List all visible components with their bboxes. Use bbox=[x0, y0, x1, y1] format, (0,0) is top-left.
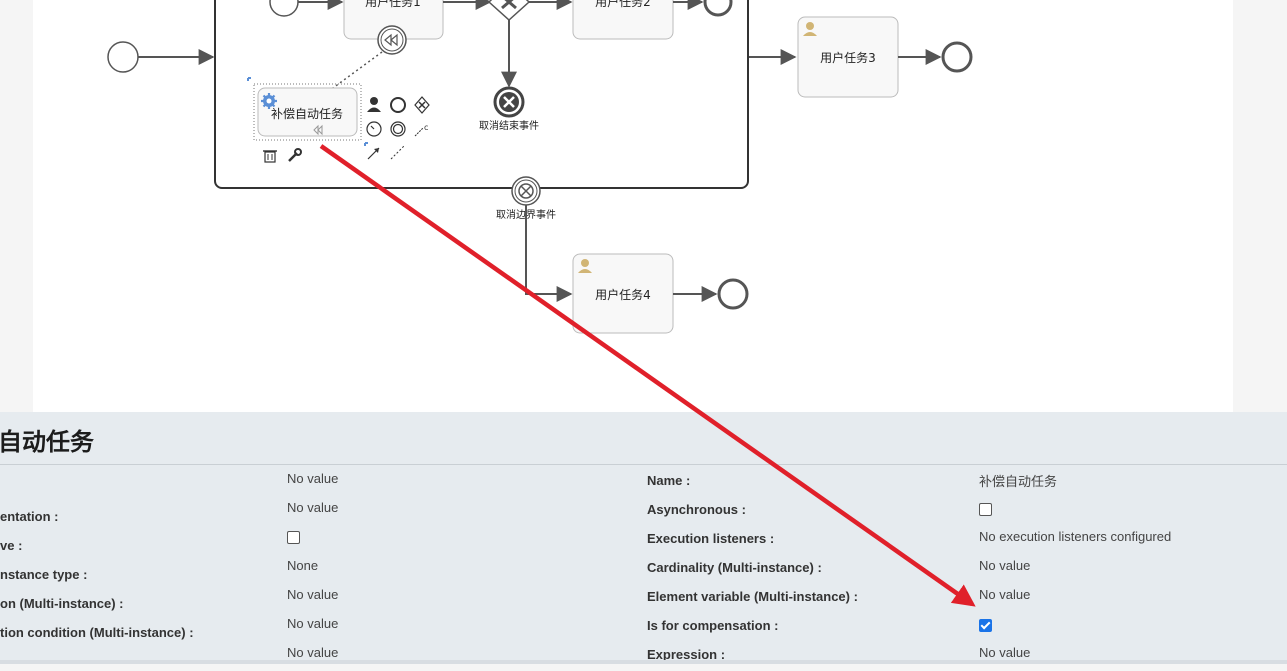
left-value-6[interactable]: No value bbox=[287, 645, 339, 660]
properties-divider bbox=[0, 464, 1287, 465]
compensation-marker-icon bbox=[313, 124, 323, 136]
connect-association-icon[interactable] bbox=[390, 144, 406, 160]
right-value-element-variable[interactable]: No value bbox=[979, 587, 1031, 602]
trash-icon[interactable] bbox=[263, 150, 277, 163]
bpmn-diagram: 用户任务1 用户任务2 取消结束事件 补偿自动任务 bbox=[107, 0, 973, 334]
right-label-compensation: Is for compensation : bbox=[647, 618, 779, 633]
user-task-4[interactable]: 用户任务4 bbox=[572, 253, 674, 334]
right-value-compensation[interactable] bbox=[979, 619, 992, 643]
user-task-4-label: 用户任务4 bbox=[595, 287, 651, 302]
bottom-border bbox=[0, 660, 1287, 664]
checkbox-left-2[interactable] bbox=[287, 531, 300, 544]
append-gateway-icon[interactable] bbox=[414, 96, 430, 114]
asynchronous-checkbox[interactable] bbox=[979, 503, 992, 516]
connect-sequence-flow-icon[interactable] bbox=[367, 147, 380, 160]
cancel-end-event-label: 取消结束事件 bbox=[479, 119, 539, 132]
user-task-2[interactable]: 用户任务2 bbox=[572, 0, 674, 40]
right-label-name: Name : bbox=[647, 473, 691, 488]
append-timer-event-icon[interactable] bbox=[366, 121, 382, 137]
end-event-3[interactable] bbox=[941, 41, 973, 73]
left-value-2[interactable] bbox=[287, 531, 300, 555]
left-value-4[interactable]: No value bbox=[287, 587, 339, 602]
left-value-5[interactable]: No value bbox=[287, 616, 339, 631]
inner-start-event[interactable] bbox=[269, 0, 299, 17]
user-task-3[interactable]: 用户任务3 bbox=[797, 16, 899, 98]
left-label-4: on (Multi-instance) : bbox=[0, 596, 124, 611]
start-event[interactable] bbox=[107, 41, 139, 73]
user-task-2-label: 用户任务2 bbox=[595, 0, 651, 9]
compensation-service-task[interactable]: 补偿自动任务 bbox=[257, 87, 358, 137]
left-label-3: nstance type : bbox=[0, 567, 88, 582]
right-value-expression[interactable]: No value bbox=[979, 645, 1031, 660]
palette-c-label: c bbox=[424, 123, 428, 132]
left-label-5: tion condition (Multi-instance) : bbox=[0, 625, 194, 640]
right-label-listeners: Execution listeners : bbox=[647, 531, 775, 546]
exclusive-gateway[interactable] bbox=[487, 0, 531, 22]
left-value-0[interactable]: No value bbox=[287, 471, 339, 486]
user-task-1-label: 用户任务1 bbox=[365, 0, 421, 9]
compensation-boundary-event[interactable] bbox=[377, 25, 407, 55]
cancel-boundary-event[interactable] bbox=[511, 176, 541, 206]
right-value-async[interactable] bbox=[979, 503, 992, 527]
right-label-cardinality: Cardinality (Multi-instance) : bbox=[647, 560, 822, 575]
wrench-icon[interactable] bbox=[288, 148, 302, 162]
right-label-async: Asynchronous : bbox=[647, 502, 746, 517]
left-value-1[interactable]: No value bbox=[287, 500, 339, 515]
user-task-3-user-icon bbox=[803, 22, 817, 36]
end-event-4[interactable] bbox=[717, 278, 749, 310]
compensation-task-selection bbox=[247, 77, 368, 146]
cancel-end-event[interactable] bbox=[493, 86, 525, 118]
compensation-task-label: 补偿自动任务 bbox=[271, 106, 343, 121]
append-association-icon[interactable] bbox=[414, 127, 424, 137]
is-for-compensation-checkbox[interactable] bbox=[979, 619, 992, 632]
inner-end-event[interactable] bbox=[703, 0, 733, 17]
left-value-3[interactable]: None bbox=[287, 558, 319, 573]
right-label-expression: Expression : bbox=[647, 647, 726, 662]
append-user-task-icon[interactable] bbox=[367, 97, 381, 112]
left-label-2: ve : bbox=[0, 538, 23, 553]
compensation-association[interactable] bbox=[332, 51, 383, 89]
append-intermediate-event-icon[interactable] bbox=[390, 121, 406, 137]
append-end-event-icon[interactable] bbox=[390, 97, 406, 113]
right-label-element-variable: Element variable (Multi-instance) : bbox=[647, 589, 858, 604]
right-value-listeners[interactable]: No execution listeners configured bbox=[979, 529, 1172, 544]
gear-icon bbox=[261, 93, 277, 109]
user-task-3-label: 用户任务3 bbox=[820, 50, 876, 65]
left-label-1: entation : bbox=[0, 509, 59, 524]
right-value-cardinality[interactable]: No value bbox=[979, 558, 1031, 573]
properties-panel: 自动任务 entation : ve : nstance type : on (… bbox=[0, 412, 1287, 664]
right-value-name[interactable]: 补偿自动任务 bbox=[979, 474, 1058, 489]
properties-title: 自动任务 bbox=[0, 429, 94, 456]
